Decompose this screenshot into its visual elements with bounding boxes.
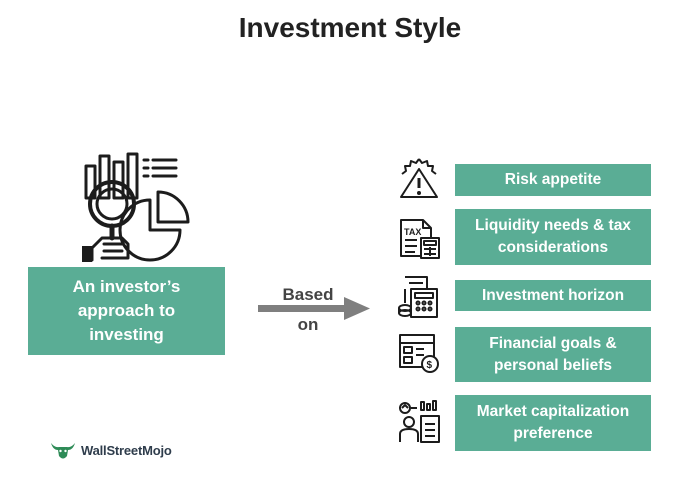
- analyst-clipboard-icon: [399, 400, 440, 443]
- tax-calculator-icon: TAX: [400, 219, 440, 259]
- item-market-capitalization-line-2: preference: [513, 425, 593, 442]
- item-risk-appetite-label: Risk appetite: [504, 171, 602, 188]
- item-financial-goals-line-1: Financial goals &: [489, 334, 617, 352]
- wallstreetmojo-logo: WallStreetMojo: [50, 439, 172, 461]
- item-liquidity-needs-line-2: considerations: [497, 239, 609, 256]
- investor-approach-box: An investor’s approach to investing: [28, 267, 225, 355]
- warning-gear-icon: [400, 158, 438, 198]
- investor-approach-line-1: An investor’s: [72, 277, 181, 296]
- based-on-label: Based on: [268, 283, 348, 337]
- item-liquidity-needs: Liquidity needs & tax considerations: [455, 209, 651, 265]
- right-arrow-icon: [258, 297, 370, 320]
- item-market-capitalization-line-1: Market capitalization: [476, 403, 630, 420]
- bull-logo-icon: [51, 443, 75, 459]
- investor-approach-line-3: investing: [89, 325, 164, 344]
- finance-register-icon: $: [399, 334, 439, 373]
- item-financial-goals-line-2: personal beliefs: [493, 356, 612, 374]
- svg-text:TAX: TAX: [404, 227, 421, 237]
- item-liquidity-needs-line-1: Liquidity needs & tax: [475, 217, 631, 234]
- logo-text-part-1: WallStreet: [81, 442, 143, 458]
- item-investment-horizon-label: Investment horizon: [481, 286, 625, 304]
- item-market-capitalization: Market capitalization preference: [455, 395, 651, 451]
- based-on-line-1: Based: [282, 285, 334, 304]
- page-title: Investment Style: [238, 12, 462, 43]
- data-analysis-icon: [82, 152, 190, 262]
- logo-text-part-2: Mojo: [142, 442, 172, 458]
- item-investment-horizon: Investment horizon: [455, 280, 651, 311]
- svg-text:$: $: [427, 360, 433, 371]
- calculator-coins-icon: [398, 276, 438, 318]
- investor-approach-line-2: approach to: [77, 301, 176, 320]
- based-on-line-2: on: [297, 315, 319, 334]
- item-risk-appetite: Risk appetite: [455, 164, 651, 196]
- item-financial-goals: Financial goals & personal beliefs: [455, 327, 651, 382]
